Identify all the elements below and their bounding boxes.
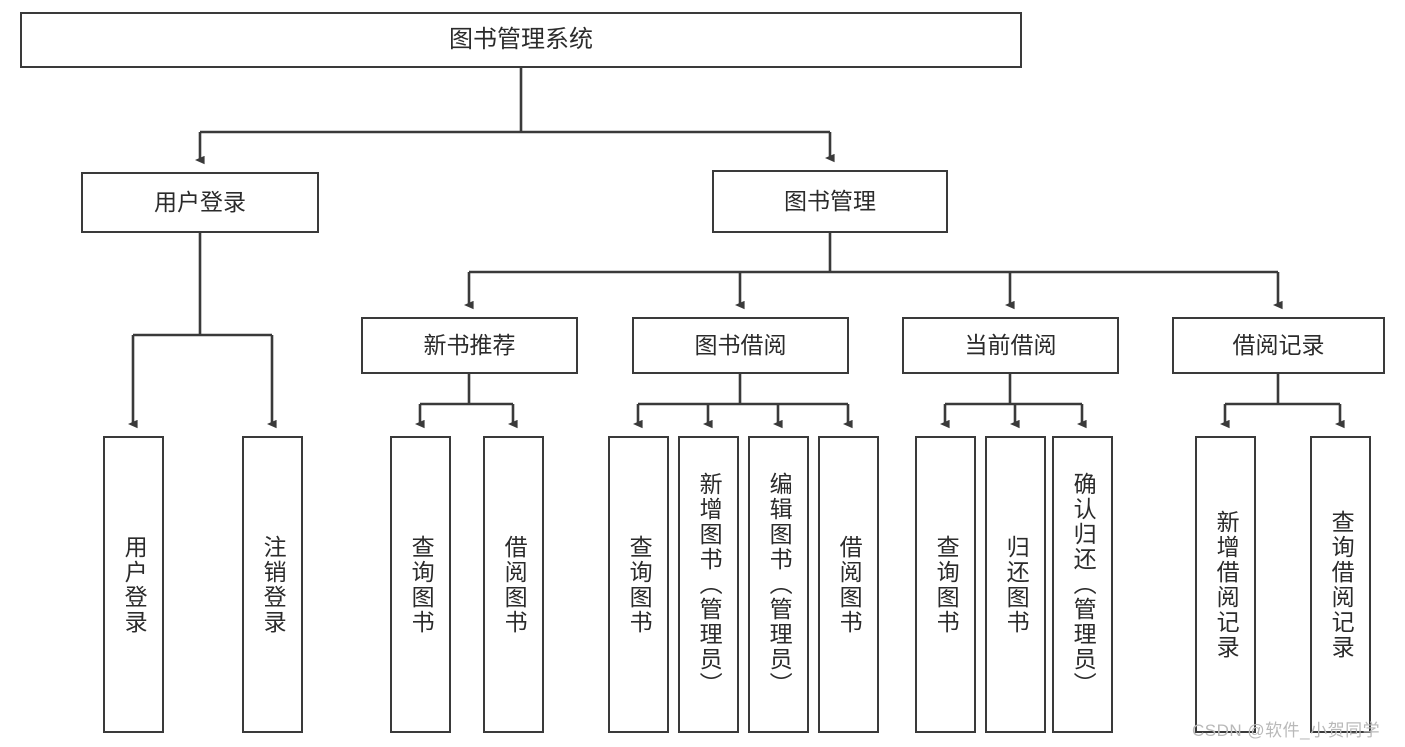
node-leaf-edit-book[interactable]: 编辑图书（管理员） xyxy=(748,436,809,733)
node-book-manage[interactable]: 图书管理 xyxy=(712,170,948,233)
node-leaf-logout[interactable]: 注销登录 xyxy=(242,436,303,733)
edges-user-login-to-leaves xyxy=(128,233,277,429)
node-leaf-query-book-3[interactable]: 查询图书 xyxy=(915,436,976,733)
node-leaf-query-book-2-label: 查询图书 xyxy=(626,534,653,635)
node-leaf-query-book-3-label: 查询图书 xyxy=(933,534,960,635)
node-root[interactable]: 图书管理系统 xyxy=(20,12,1022,68)
node-user-login[interactable]: 用户登录 xyxy=(81,172,319,233)
node-current-borrow[interactable]: 当前借阅 xyxy=(902,317,1119,374)
node-borrow-records[interactable]: 借阅记录 xyxy=(1172,317,1385,374)
node-new-book-recommend-label: 新书推荐 xyxy=(423,331,516,358)
node-leaf-return-book[interactable]: 归还图书 xyxy=(985,436,1046,733)
edges-book-manage-to-level3 xyxy=(464,233,1283,310)
node-leaf-return-book-label: 归还图书 xyxy=(1003,534,1030,635)
edges-root-to-level2 xyxy=(195,68,835,165)
node-leaf-borrow-book-2-label: 借阅图书 xyxy=(836,534,863,635)
node-borrow-records-label: 借阅记录 xyxy=(1232,331,1325,358)
edges-new-book-recommend-to-leaves xyxy=(415,374,518,429)
node-leaf-user-login-label: 用户登录 xyxy=(121,534,148,635)
node-leaf-confirm-return[interactable]: 确认归还（管理员） xyxy=(1052,436,1113,733)
node-leaf-logout-label: 注销登录 xyxy=(260,534,287,635)
node-leaf-add-record-label: 新增借阅记录 xyxy=(1213,509,1240,660)
node-book-borrow-label: 图书借阅 xyxy=(694,331,787,358)
node-leaf-user-login[interactable]: 用户登录 xyxy=(103,436,164,733)
node-leaf-query-record-label: 查询借阅记录 xyxy=(1328,509,1355,660)
csdn-watermark: CSDN @软件_小贺同学 xyxy=(1192,721,1381,740)
edges-borrow-records-to-leaves xyxy=(1220,374,1345,429)
edges-current-borrow-to-leaves xyxy=(940,374,1087,429)
node-book-manage-label: 图书管理 xyxy=(784,187,876,214)
node-leaf-borrow-book-1-label: 借阅图书 xyxy=(501,534,528,635)
node-leaf-query-book-2[interactable]: 查询图书 xyxy=(608,436,669,733)
node-leaf-query-book-1[interactable]: 查询图书 xyxy=(390,436,451,733)
node-user-login-label: 用户登录 xyxy=(154,188,246,215)
node-leaf-borrow-book-1[interactable]: 借阅图书 xyxy=(483,436,544,733)
node-leaf-confirm-return-label: 确认归还（管理员） xyxy=(1070,472,1097,697)
node-new-book-recommend[interactable]: 新书推荐 xyxy=(361,317,578,374)
node-leaf-query-book-1-label: 查询图书 xyxy=(408,534,435,635)
node-leaf-add-book[interactable]: 新增图书（管理员） xyxy=(678,436,739,733)
node-current-borrow-label: 当前借阅 xyxy=(964,331,1057,358)
node-leaf-query-record[interactable]: 查询借阅记录 xyxy=(1310,436,1371,733)
node-root-label: 图书管理系统 xyxy=(449,25,593,53)
node-book-borrow[interactable]: 图书借阅 xyxy=(632,317,849,374)
node-leaf-edit-book-label: 编辑图书（管理员） xyxy=(766,472,793,697)
node-leaf-add-book-label: 新增图书（管理员） xyxy=(696,472,723,697)
node-leaf-borrow-book-2[interactable]: 借阅图书 xyxy=(818,436,879,733)
edges-book-borrow-to-leaves xyxy=(633,374,853,429)
node-leaf-add-record[interactable]: 新增借阅记录 xyxy=(1195,436,1256,733)
